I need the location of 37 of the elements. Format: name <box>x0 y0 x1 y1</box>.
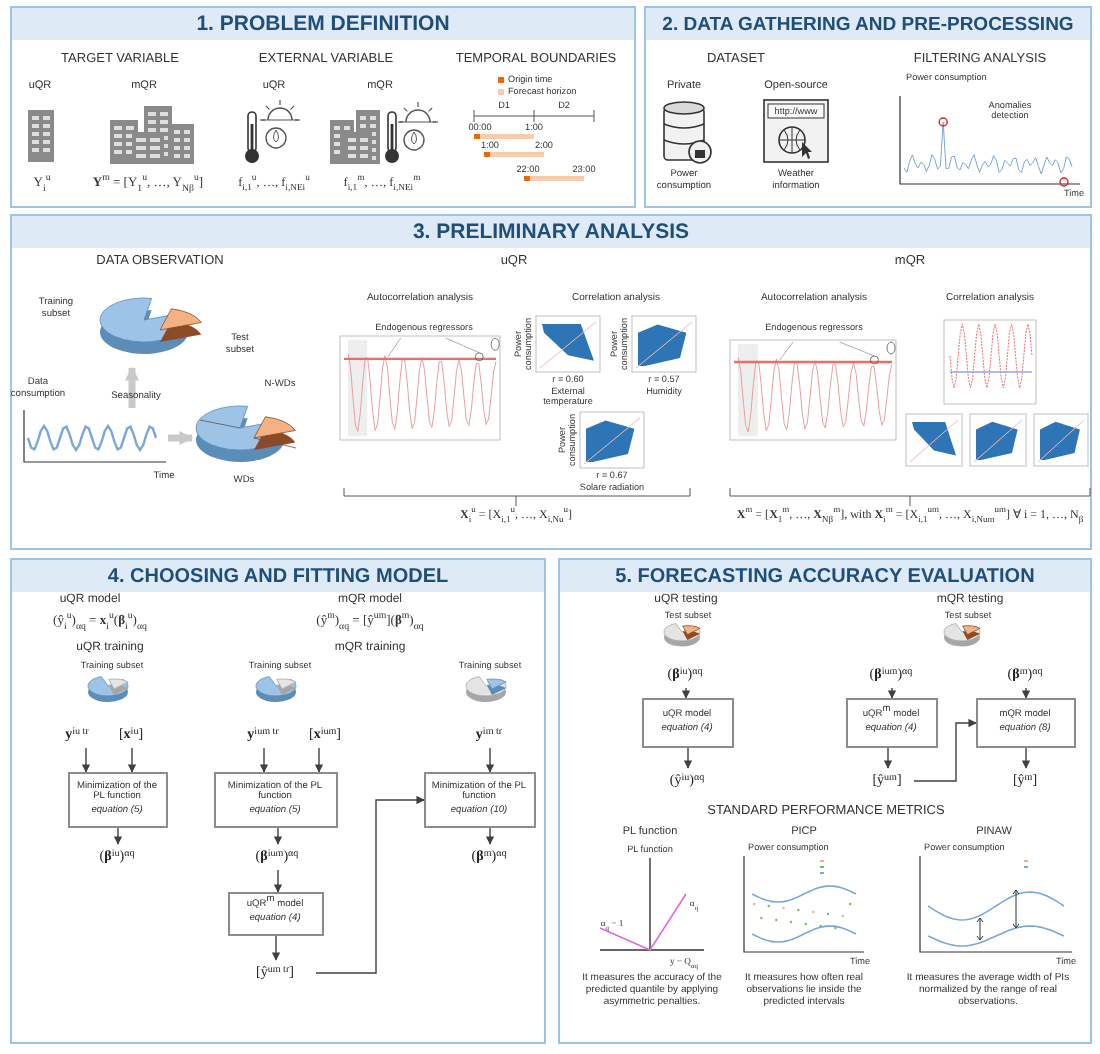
process-box <box>227 891 323 935</box>
section-panel <box>644 6 1092 208</box>
section-panel <box>10 558 546 1044</box>
section-title: 1. PROBLEM DEFINITION <box>12 8 634 40</box>
arrow <box>913 718 977 782</box>
arrow <box>681 687 691 699</box>
arrow <box>273 869 283 893</box>
arrow <box>81 747 91 773</box>
arrow <box>273 827 283 845</box>
section-panel <box>558 558 1092 1044</box>
section-panel <box>10 6 636 208</box>
arrow <box>168 431 194 445</box>
process-box <box>213 771 337 827</box>
arrow <box>259 747 269 773</box>
section-title: 4. CHOOSING AND FITTING MODEL <box>12 560 544 592</box>
arrow <box>314 747 324 773</box>
section-title: 3. PRELIMINARY ANALYSIS <box>12 216 1090 248</box>
process-box <box>975 697 1075 747</box>
section-title: 2. DATA GATHERING AND PRE-PROCESSING <box>646 8 1090 40</box>
process-box <box>845 697 937 747</box>
arrow <box>485 747 495 773</box>
arrow <box>887 687 897 699</box>
arrow <box>1021 747 1031 769</box>
process-box <box>641 697 733 747</box>
section-panel <box>10 214 1092 550</box>
arrow <box>127 747 137 773</box>
arrow <box>883 747 893 769</box>
process-box <box>67 771 167 827</box>
arrow <box>683 747 693 769</box>
process-box <box>423 771 535 827</box>
arrow <box>113 827 123 845</box>
arrow <box>485 827 495 845</box>
arrow <box>125 366 139 408</box>
arrow <box>315 795 425 974</box>
section-title: 5. FORECASTING ACCURACY EVALUATION <box>560 560 1090 592</box>
arrow <box>271 935 281 961</box>
arrow <box>1021 687 1031 699</box>
